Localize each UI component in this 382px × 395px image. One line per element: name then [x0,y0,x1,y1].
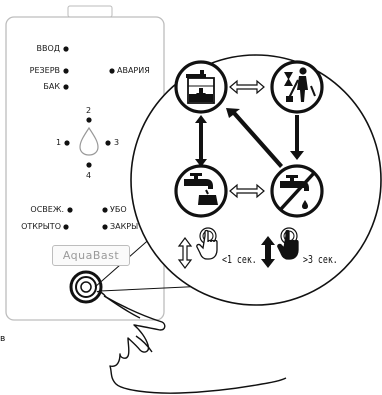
short-press-time: <1 сек. [222,253,257,266]
brand-logo: AquaBast [52,245,130,266]
led-indicators [63,46,115,230]
long-press-time: >3 сек. [303,253,338,266]
label-4: 4 [86,171,92,180]
label-zakry: ЗАКРЫ [110,222,139,231]
label-avaria: АВАРИЯ [117,66,150,75]
cleaning-icon [270,60,324,114]
flow-arrows [195,79,304,199]
led-3 [105,140,111,146]
edge-text: в [0,334,6,344]
label-osvezh: ОСВЕЖ. [30,205,64,214]
led-bak [63,84,69,90]
label-rezerv: РЕЗЕРВ [29,66,60,75]
label-2: 2 [86,106,92,115]
label-1: 1 [56,138,62,147]
led-4 [86,162,92,168]
label-otkryto: ОТКРЫТО [21,222,61,231]
led-avaria [109,68,115,74]
pointing-hand-icon [96,290,287,394]
faucet-off-icon [270,164,324,218]
led-otkryto [63,224,69,230]
water-drop-icon [79,126,99,156]
tank-icon [174,60,228,114]
led-vvod [63,46,69,52]
long-press-hand-icon [261,227,299,268]
short-press-hand-icon [177,227,218,269]
led-zakry [102,224,108,230]
faucet-icon [174,164,228,218]
label-ubo: УБО [110,205,127,214]
label-vvod: ВВОД [36,44,60,53]
magnifier-circle [130,54,382,306]
led-rezerv [63,68,69,74]
led-osvezh [67,207,73,213]
power-button-icon[interactable] [69,270,103,304]
led-2 [86,117,92,123]
label-bak: БАК [43,82,60,91]
led-1 [64,140,70,146]
led-ubo [102,207,108,213]
label-3: 3 [114,138,120,147]
